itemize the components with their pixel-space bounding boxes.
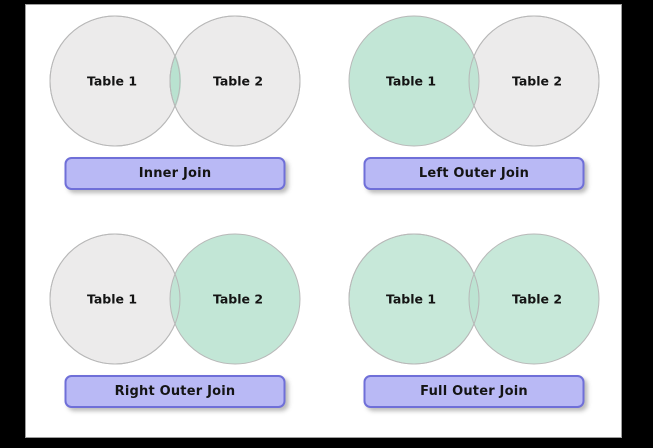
join-label-plate-left-outer-join[interactable]: Left Outer Join <box>363 157 585 190</box>
venn-left-label: Table 1 <box>87 74 137 89</box>
join-diagram-grid: Table 1 Table 2 Inner Join Table 1 <box>26 5 621 437</box>
venn-left-label: Table 1 <box>386 74 436 89</box>
venn-diagram-left-outer-join: Table 1 Table 2 <box>348 15 600 147</box>
join-label-plate-right-outer-join[interactable]: Right Outer Join <box>64 375 286 408</box>
join-label-text: Left Outer Join <box>418 166 530 181</box>
venn-left-label: Table 1 <box>87 292 137 307</box>
venn-circle-left-outline <box>49 15 181 147</box>
join-label-text: Full Outer Join <box>420 384 528 399</box>
join-label-text: Right Outer Join <box>114 384 236 399</box>
join-label-plate-inner-join[interactable]: Inner Join <box>64 157 286 190</box>
venn-right-label: Table 2 <box>512 292 562 307</box>
join-cell-inner-join[interactable]: Table 1 Table 2 Inner Join <box>26 5 324 222</box>
join-cell-left-outer-join[interactable]: Table 1 Table 2 Left Outer Join <box>325 5 623 222</box>
venn-right-label: Table 2 <box>512 74 562 89</box>
venn-circle-right-outline <box>468 15 600 147</box>
venn-circle-left-outline <box>49 233 181 365</box>
venn-diagram-full-outer-join: Table 1 Table 2 <box>348 233 600 365</box>
join-cell-full-outer-join[interactable]: Table 1 Table 2 Full Outer Join <box>325 223 623 440</box>
join-label-text: Inner Join <box>138 166 212 181</box>
join-cell-right-outer-join[interactable]: Table 1 Table 2 Right Outer Join <box>26 223 324 440</box>
venn-diagram-inner-join: Table 1 Table 2 <box>49 15 301 147</box>
diagram-page: Table 1 Table 2 Inner Join Table 1 <box>25 4 622 438</box>
venn-diagram-right-outer-join: Table 1 Table 2 <box>49 233 301 365</box>
venn-left-label: Table 1 <box>386 292 436 307</box>
venn-circle-right-outline <box>169 15 301 147</box>
venn-right-label: Table 2 <box>213 74 263 89</box>
venn-circle-right <box>468 233 600 365</box>
venn-circle-right <box>169 233 301 365</box>
venn-right-label: Table 2 <box>213 292 263 307</box>
join-label-plate-full-outer-join[interactable]: Full Outer Join <box>363 375 585 408</box>
venn-circle-left-outline <box>348 233 480 365</box>
venn-circle-left <box>348 15 480 147</box>
